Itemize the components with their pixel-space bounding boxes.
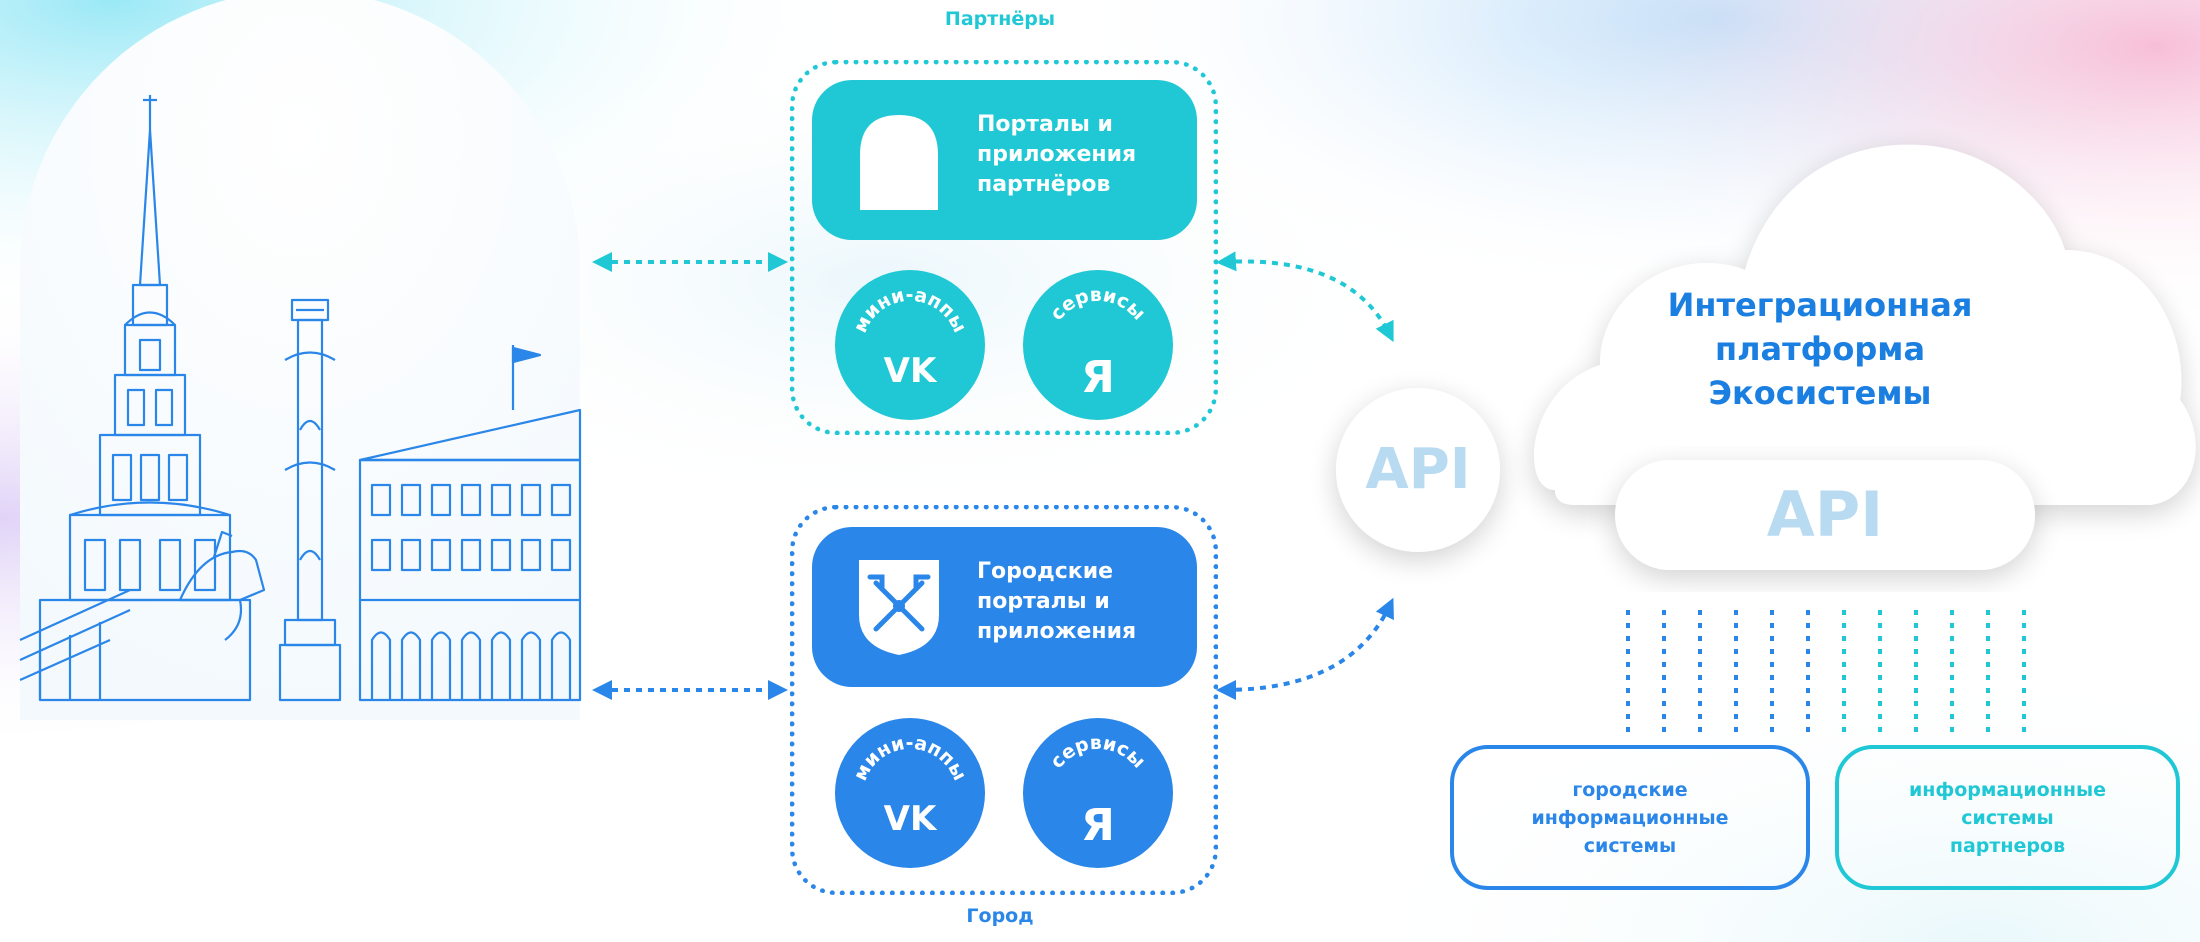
partner-info-systems-box[interactable]: информационные системы партнеров <box>1835 745 2180 890</box>
generic-portal-icon <box>860 115 938 210</box>
vk-logo-icon: VK <box>884 799 938 839</box>
partners-miniapps-button[interactable]: мини-аппы VK <box>835 270 985 420</box>
services-arc-label: сервисы <box>1046 732 1150 773</box>
city-group-label: Город <box>966 905 1034 927</box>
services-arc-label: сервисы <box>1046 284 1150 325</box>
city-group-box <box>790 505 1218 895</box>
miniapps-arc-label: мини-аппы <box>849 732 970 784</box>
partners-services-button[interactable]: сервисы Я <box>1023 270 1173 420</box>
city-coat-of-arms-icon <box>859 560 939 655</box>
miniapps-arc-label: мини-аппы <box>849 284 970 336</box>
city-info-systems-label: городские информационные системы <box>1531 778 1729 857</box>
partner-info-systems-label: информационные системы партнеров <box>1908 778 2107 857</box>
api-bubble-circle <box>1336 388 1500 552</box>
platform-title: Интеграционная платформа Экосистемы <box>1667 286 1973 412</box>
svg-text:сервисы: сервисы <box>1046 284 1150 325</box>
arrow-city-api <box>1216 597 1394 700</box>
yandex-logo-icon: Я <box>1081 352 1115 403</box>
svg-text:VK: VK <box>884 351 938 391</box>
dotted-connectors <box>1626 610 2026 735</box>
svg-text:VK: VK <box>884 799 938 839</box>
city-portal-card[interactable]: Городские порталы и приложения <box>812 527 1197 687</box>
partners-group-label: Партнёры <box>944 8 1056 30</box>
arrow-partners-api <box>1216 251 1394 343</box>
yandex-logo-icon: Я <box>1081 800 1115 851</box>
city-info-systems-box[interactable]: городские информационные системы <box>1450 745 1810 890</box>
api-bubble-label[interactable]: API <box>1365 437 1471 502</box>
partners-portal-text: Порталы и приложения партнёров <box>977 112 1137 197</box>
svg-text:мини-аппы: мини-аппы <box>849 732 970 784</box>
partners-group-box <box>790 60 1218 435</box>
vk-logo-icon: VK <box>884 351 938 391</box>
city-miniapps-button[interactable]: мини-аппы VK <box>835 718 985 868</box>
city-skyline-illustration <box>19 95 582 702</box>
partners-portal-card[interactable]: Порталы и приложения партнёров <box>812 80 1197 240</box>
svg-text:сервисы: сервисы <box>1046 732 1150 773</box>
city-portal-text: Городские порталы и приложения <box>977 559 1137 644</box>
platform-api-pill <box>1615 460 2035 570</box>
platform-api-label[interactable]: API <box>1766 478 1884 551</box>
cloud-shape <box>1534 144 2196 505</box>
svg-text:мини-аппы: мини-аппы <box>849 284 970 336</box>
city-arch <box>20 0 580 720</box>
city-services-button[interactable]: сервисы Я <box>1023 718 1173 868</box>
